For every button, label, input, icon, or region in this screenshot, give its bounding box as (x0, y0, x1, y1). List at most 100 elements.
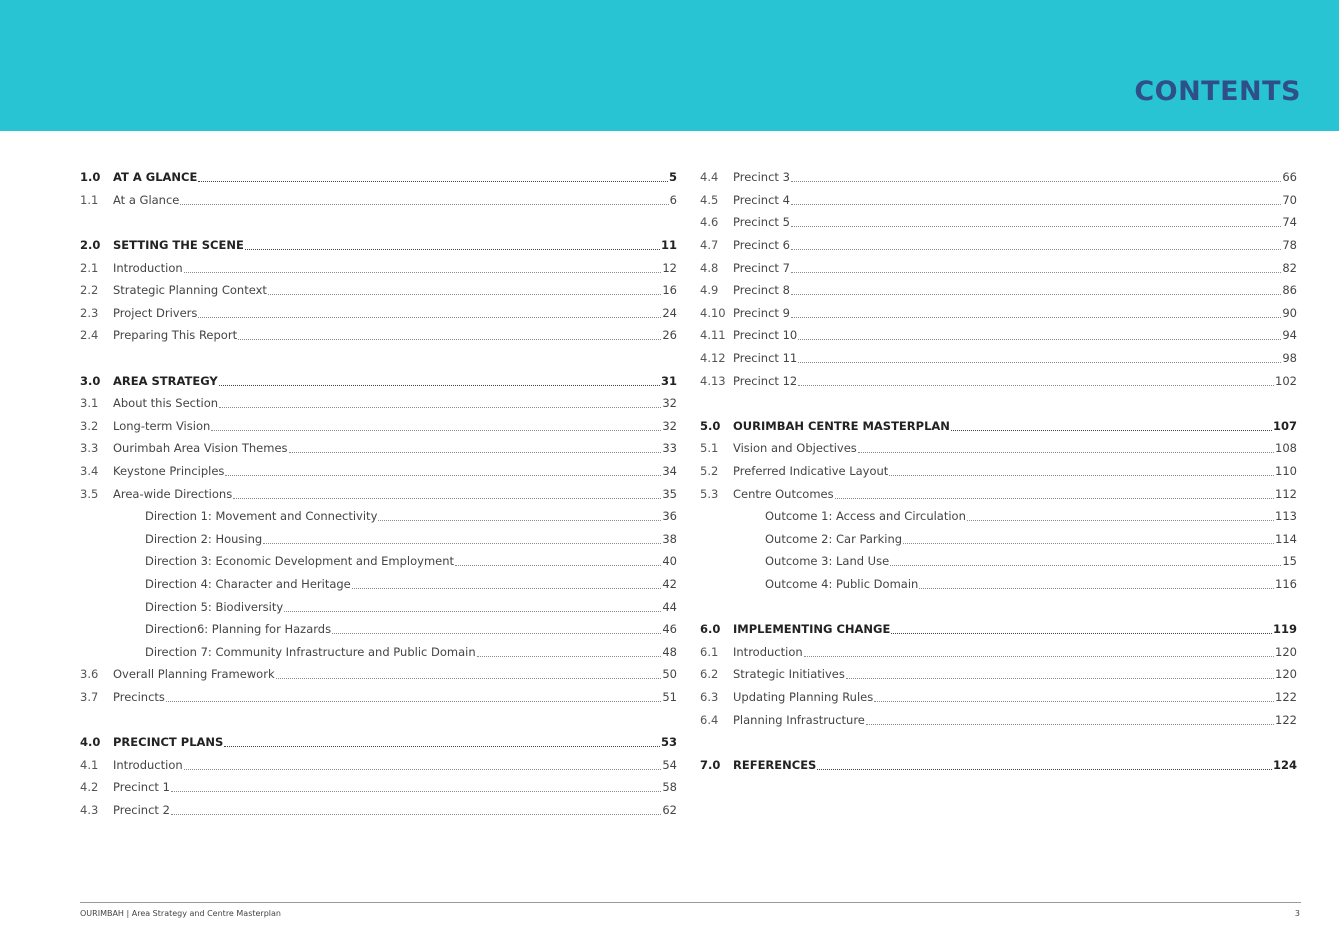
toc-entry-label: Direction 7: Community Infrastructure an… (145, 644, 476, 659)
toc-entry-label: Vision and Objectives (733, 441, 857, 456)
toc-entry-label: Direction6: Planning for Hazards (145, 622, 332, 637)
toc-entry-number: 5.2 (700, 464, 719, 479)
toc-entry-label: Precinct 7 (733, 260, 790, 275)
dot-leader (180, 203, 669, 205)
toc-entry-label: Updating Planning Rules (733, 689, 874, 704)
toc-entry-page: 32 (662, 418, 677, 433)
toc-entry-page: 15 (1282, 554, 1297, 569)
toc-spacer (700, 731, 1297, 754)
toc-entry-number: 4.10 (700, 305, 726, 320)
toc-entry-label: Precincts (113, 689, 165, 704)
dot-leader (183, 271, 662, 273)
dot-leader (170, 790, 662, 793)
toc-subentry[interactable]: Direction 7: Community Infrastructure an… (80, 640, 677, 663)
toc-entry-page: 5 (668, 170, 677, 185)
toc-entry-page: 38 (662, 531, 677, 546)
dot-leader (966, 519, 1275, 522)
toc-entry-page: 36 (662, 509, 677, 524)
toc-entry-label: IMPLEMENTING CHANGE (733, 622, 891, 637)
toc-entry-page: 66 (1282, 170, 1297, 185)
toc-entry-page: 54 (662, 757, 677, 772)
header-band: CONTENTS (0, 0, 1339, 131)
toc-entry-label: REFERENCES (733, 757, 817, 772)
toc-entry-label: Direction 2: Housing (145, 531, 263, 546)
toc-entry-page: 46 (662, 622, 677, 637)
dot-leader (263, 542, 662, 544)
toc-spacer (700, 595, 1297, 618)
dot-leader (890, 564, 1282, 567)
toc-entry-label: Direction 3: Economic Development and Em… (145, 554, 455, 569)
toc-entry-page: 16 (662, 283, 677, 298)
toc-subentry[interactable]: Direction6: Planning for Hazards 46 (80, 618, 677, 641)
toc-subentry[interactable]: Direction 2: Housing 38 (80, 528, 677, 551)
dot-leader (790, 248, 1282, 251)
toc-entry-number: 3.6 (80, 667, 99, 682)
dot-leader (198, 316, 662, 318)
toc-entry-number: 5.0 (700, 418, 721, 433)
dot-leader (874, 700, 1275, 702)
dot-leader (378, 519, 662, 522)
dot-leader (332, 632, 662, 635)
toc-entry-number: 3.4 (80, 464, 99, 479)
toc-entry-page: 102 (1275, 373, 1297, 388)
dot-leader (351, 587, 662, 589)
toc-entry-page: 24 (662, 305, 677, 320)
toc-entry-page: 122 (1275, 712, 1297, 727)
toc-entry-number: 4.7 (700, 238, 719, 253)
toc-entry-label: Precinct 3 (733, 170, 790, 185)
toc-subentry[interactable]: Direction 3: Economic Development and Em… (80, 550, 677, 573)
toc-entry-page: 112 (1275, 486, 1297, 501)
toc-entry-number: 6.4 (700, 712, 719, 727)
toc-entry-number: 4.13 (700, 373, 726, 388)
toc-entry-page: 34 (662, 464, 677, 479)
toc-entry-page: 32 (662, 396, 677, 411)
dot-leader (790, 180, 1282, 183)
